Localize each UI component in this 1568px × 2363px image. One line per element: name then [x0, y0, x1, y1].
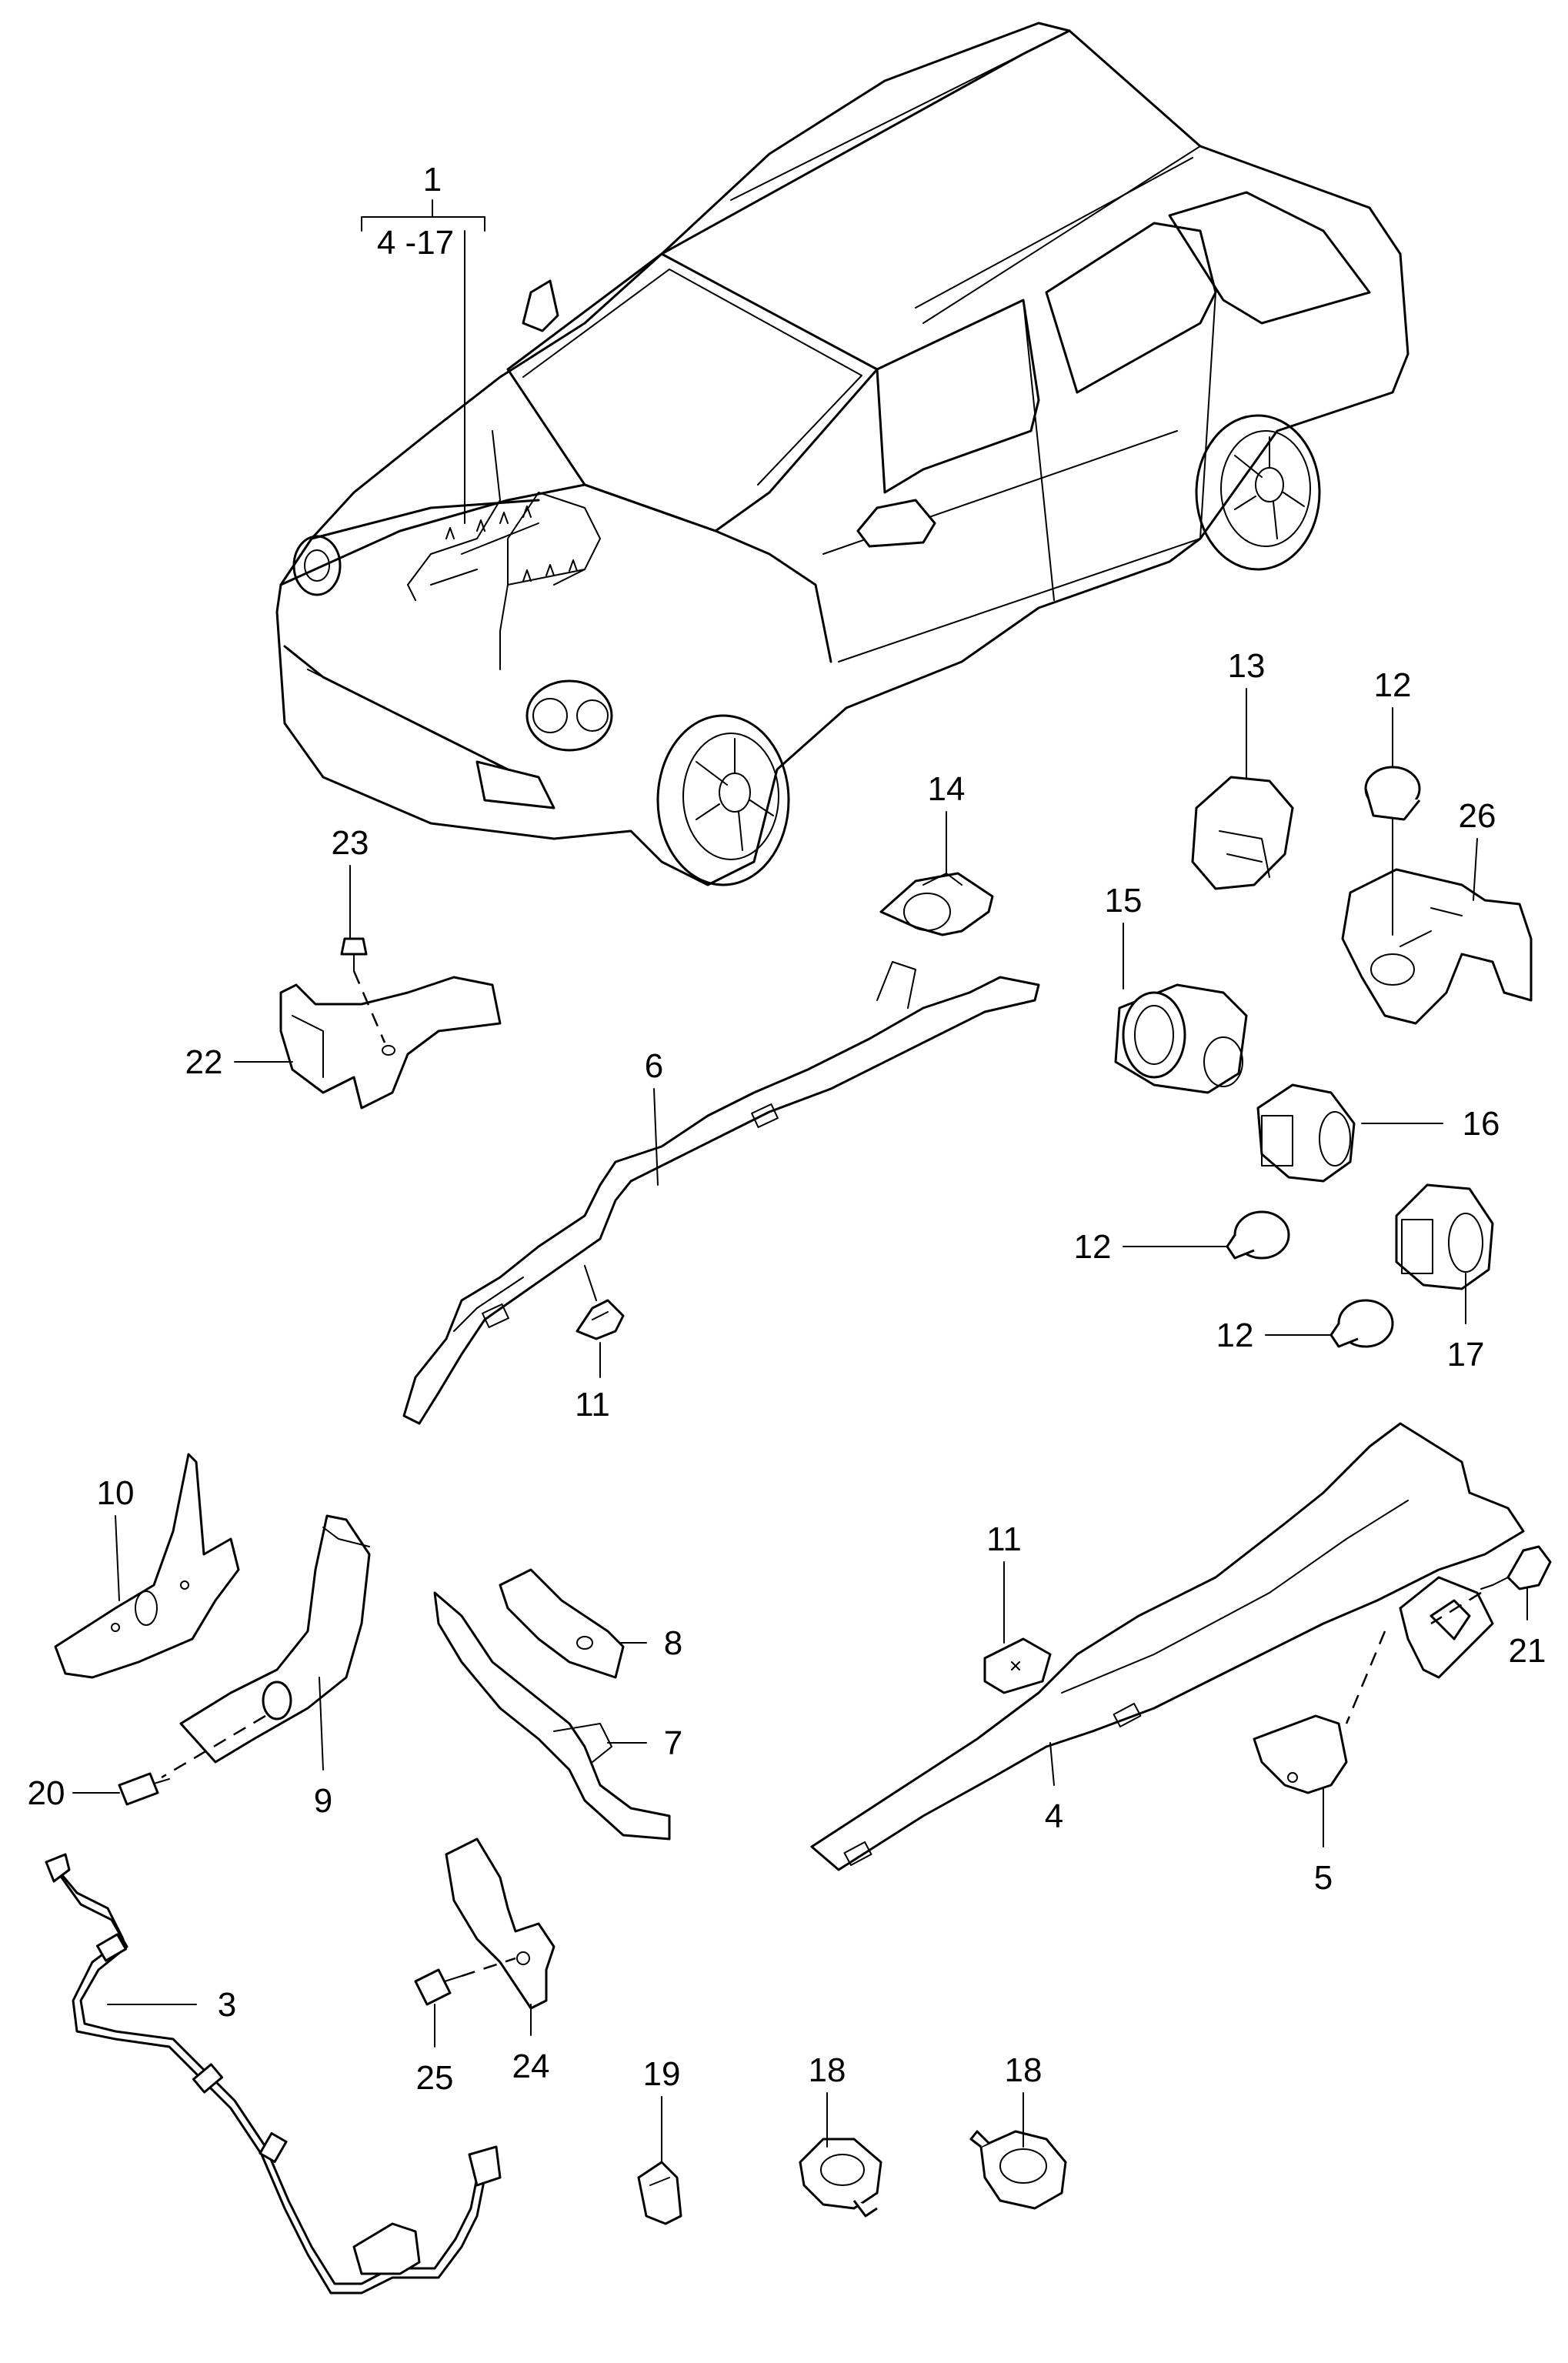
callout-12-bottom-number: 12 — [1216, 1317, 1254, 1354]
callout-22: 22 — [185, 1043, 293, 1081]
callout-12-mid: 12 — [1074, 1228, 1228, 1266]
callout-1-number: 1 — [423, 161, 442, 199]
part-24-bracket — [445, 1837, 555, 2010]
part-22-bracket — [279, 976, 502, 1110]
part-11-clip-lower — [983, 1637, 1052, 1694]
part-8-cover — [499, 1568, 625, 1679]
part-25-screw — [414, 1957, 516, 2006]
part-9-guide — [161, 1514, 371, 1779]
callout-15-number: 15 — [1105, 882, 1143, 920]
callout-6-number: 6 — [645, 1047, 663, 1085]
callout-8-number: 8 — [664, 1624, 682, 1662]
callout-12-bottom: 12 — [1216, 1317, 1332, 1354]
callout-8: 8 — [619, 1624, 682, 1662]
callout-13: 13 — [1228, 647, 1266, 778]
callout-18-left-number: 18 — [809, 2051, 846, 2089]
part-15-sensor-housing — [1114, 983, 1248, 1094]
part-12-plug-bottom — [1329, 1299, 1394, 1348]
part-6-harness-guide — [402, 961, 1040, 1425]
callout-12-top-number: 12 — [1374, 666, 1412, 704]
part-26-holder — [1341, 819, 1533, 1025]
callout-21: 21 — [1509, 1588, 1546, 1670]
callout-4-number: 4 — [1045, 1797, 1063, 1835]
callout-3: 3 — [107, 1986, 236, 2024]
part-23-screw — [340, 937, 386, 1043]
part-13-sensor-unit — [1191, 776, 1294, 890]
callout-1: 1 4 -17 — [361, 161, 485, 524]
callout-26-number: 26 — [1459, 797, 1496, 835]
callout-11-lower: 11 — [986, 1520, 1022, 1644]
callout-22-number: 22 — [185, 1043, 223, 1081]
callout-16-number: 16 — [1463, 1105, 1500, 1143]
callout-21-number: 21 — [1509, 1632, 1546, 1670]
part-14-bracket — [879, 872, 994, 936]
callout-7: 7 — [607, 1724, 682, 1762]
callout-14-number: 14 — [928, 770, 966, 808]
callout-20: 20 — [28, 1774, 120, 1812]
part-17-sensor-holder — [1395, 1183, 1494, 1290]
callout-5-number: 5 — [1314, 1859, 1333, 1897]
callout-6: 6 — [645, 1047, 663, 1186]
callout-20-number: 20 — [28, 1774, 65, 1812]
callout-13-number: 13 — [1228, 647, 1266, 685]
part-18-clip-left — [799, 2138, 882, 2218]
callout-7-number: 7 — [664, 1724, 682, 1762]
callout-15: 15 — [1105, 882, 1143, 990]
callout-18-left: 18 — [809, 2051, 846, 2148]
callout-12-top: 12 — [1374, 666, 1412, 766]
callout-24: 24 — [512, 2004, 550, 2085]
callout-26: 26 — [1459, 797, 1496, 901]
callout-17-number: 17 — [1447, 1336, 1485, 1373]
part-21-bolt — [1430, 1545, 1552, 1625]
part-5-plate — [1253, 1714, 1348, 1794]
callout-10-number: 10 — [97, 1474, 135, 1512]
callout-5: 5 — [1314, 1788, 1333, 1897]
callout-12-mid-number: 12 — [1074, 1228, 1112, 1266]
part-7-guide — [433, 1591, 671, 1841]
part-4-main-guide — [810, 1422, 1525, 1871]
callout-24-number: 24 — [512, 2048, 550, 2085]
part-10-cover — [54, 1453, 240, 1679]
part-11-clip — [575, 1299, 625, 1340]
callout-11-upper-number: 11 — [575, 1386, 610, 1423]
callout-17: 17 — [1447, 1273, 1485, 1373]
part-12-plug-mid — [1226, 1210, 1290, 1260]
callout-3-number: 3 — [218, 1986, 236, 2024]
callout-9-number: 9 — [314, 1782, 332, 1820]
part-16-sensor-holder — [1256, 1083, 1356, 1183]
part-20-screw — [118, 1772, 170, 1806]
callout-25: 25 — [416, 2004, 454, 2097]
callout-19: 19 — [643, 2055, 681, 2163]
callout-16: 16 — [1361, 1105, 1500, 1143]
callout-4: 4 — [1045, 1742, 1063, 1835]
callout-14: 14 — [928, 770, 966, 874]
part-12-plug-top — [1364, 766, 1421, 821]
callout-1-range: 4 -17 — [377, 224, 454, 262]
part-3-battery-cable — [45, 1853, 502, 2295]
callout-11-lower-number: 11 — [986, 1520, 1022, 1558]
callout-9: 9 — [314, 1677, 332, 1820]
callout-23: 23 — [332, 824, 369, 940]
vehicle-illustration — [275, 22, 1410, 886]
callout-18-right: 18 — [1005, 2051, 1043, 2148]
callout-23-number: 23 — [332, 824, 369, 862]
callout-11-upper: 11 — [575, 1265, 610, 1423]
callout-10: 10 — [97, 1474, 135, 1601]
part-19-clip — [637, 2161, 682, 2225]
callout-19-number: 19 — [643, 2055, 681, 2093]
callout-18-right-number: 18 — [1005, 2051, 1043, 2089]
part-18-clip-right — [969, 2130, 1067, 2210]
callout-25-number: 25 — [416, 2059, 454, 2097]
